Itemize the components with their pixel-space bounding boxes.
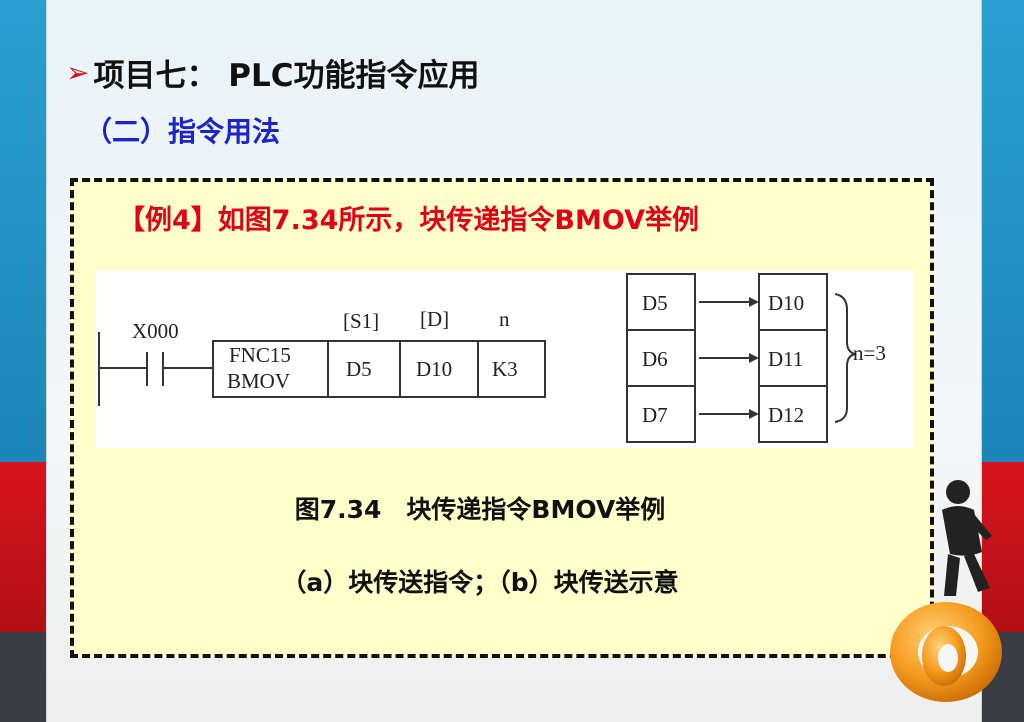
source-register-1: D5 (642, 291, 668, 315)
figure-caption: 图7.34 块传递指令BMOV举例 (294, 495, 666, 524)
example-heading: 【例4】如图7.34所示，块传递指令BMOV举例 (118, 205, 699, 236)
slide-title-text: 项目七： PLC功能指令应用 (93, 57, 480, 94)
slide-title: ➢ 项目七： PLC功能指令应用 (66, 50, 479, 94)
count-label: n=3 (853, 341, 886, 365)
operand-source: D5 (346, 357, 372, 381)
source-register-3: D7 (642, 403, 668, 427)
target-register-1: D10 (768, 291, 804, 315)
operand-label-s1: [S1] (343, 309, 379, 333)
figure-subcaption: （a）块传送指令；（b）块传送示意 (281, 568, 679, 597)
section-subtitle: （二）指令用法 (84, 115, 281, 148)
bmov-diagram: X000 FNC15 BMOV [S1] [D] n D5 D10 K3 D5 … (98, 273, 886, 443)
function-mnemonic: BMOV (227, 369, 290, 393)
source-column (626, 273, 696, 443)
transfer-arrowhead-3 (749, 409, 759, 419)
count-brace (834, 293, 856, 423)
source-register-2: D6 (642, 347, 668, 371)
instruction-box (212, 340, 546, 398)
target-register-2: D11 (768, 347, 803, 371)
arrow-bullet-icon: ➢ (66, 55, 90, 89)
operand-label-d: [D] (420, 307, 449, 331)
transfer-arrowhead-1 (749, 297, 759, 307)
transfer-arrowhead-2 (749, 353, 759, 363)
operand-label-n: n (499, 307, 510, 331)
operand-count: K3 (492, 357, 518, 381)
person-figure-icon (942, 480, 992, 596)
function-code: FNC15 (229, 343, 291, 367)
operand-destination: D10 (416, 357, 452, 381)
figure-area: X000 FNC15 BMOV [S1] [D] n D5 D10 K3 D5 … (95, 270, 913, 448)
target-register-3: D12 (768, 403, 804, 427)
contact-label: X000 (132, 319, 179, 343)
orange-logo-icon (890, 602, 1002, 702)
